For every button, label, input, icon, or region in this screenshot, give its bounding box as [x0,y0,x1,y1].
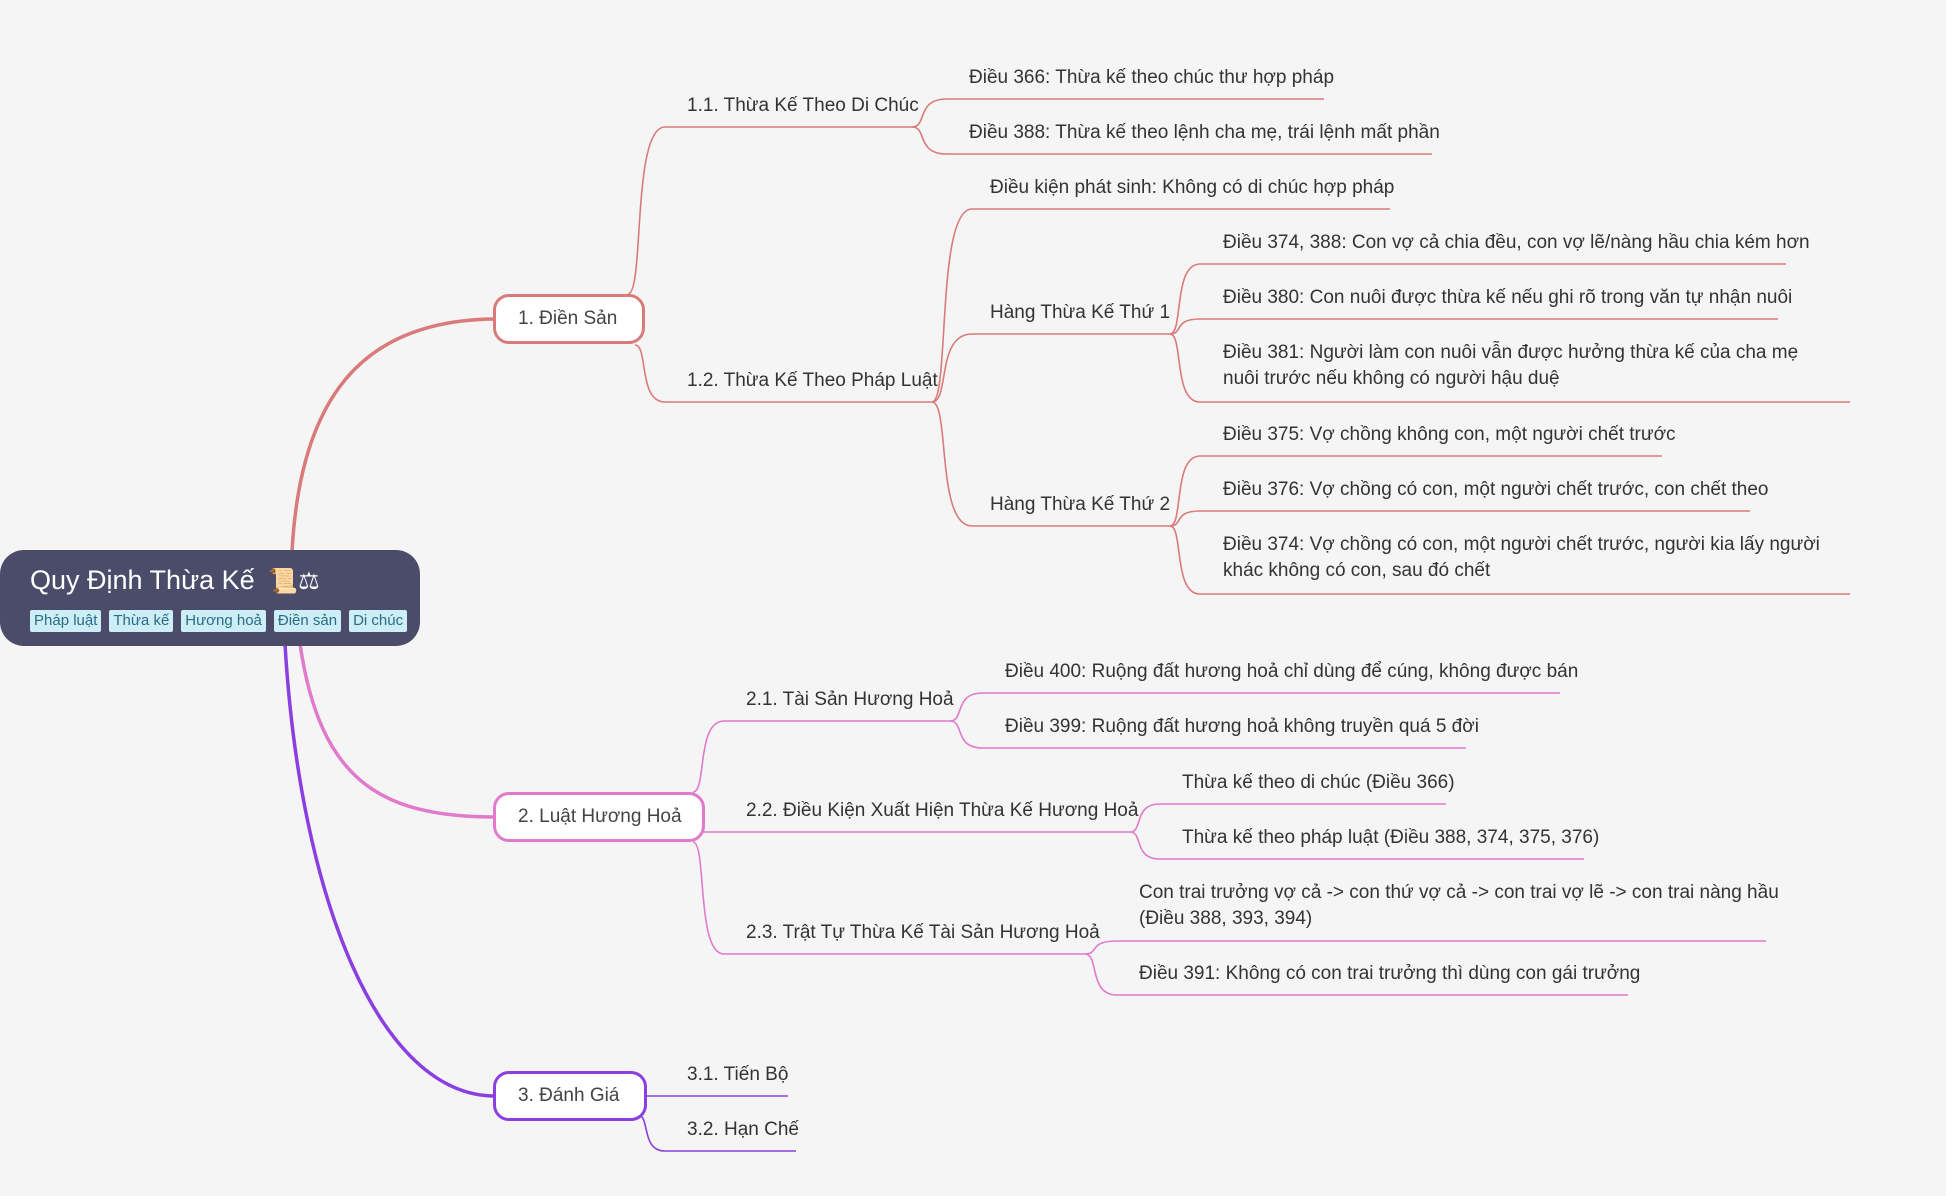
connector-line [949,720,984,749]
root-title-text: Quy Định Thừa Kế [30,565,255,595]
connector-line [290,317,496,553]
connector-line [637,1114,666,1152]
connector-line [1169,333,1201,403]
connector-line [931,401,973,527]
leaf-topic[interactable]: Điều 380: Con nuôi được thừa kế nếu ghi … [1223,287,1793,308]
connector-line [634,344,666,403]
tag[interactable]: Pháp luật [30,610,102,632]
branch-label: 2. Luật Hương Hoả [518,806,682,827]
connector-line [692,720,725,793]
leaf-topic[interactable]: Con trai trưởng vợ cả -> con thứ vợ cả -… [1139,882,1779,929]
subtopic-thua-ke-phap-luat[interactable]: 1.2. Thừa Kế Theo Pháp Luật [687,370,938,391]
subtopic-dieu-kien-huong-hoa[interactable]: 2.2. Điều Kiện Xuất Hiện Thừa Kế Hương H… [746,800,1139,821]
branch-topic-luat-huong-hoa[interactable]: 2. Luật Hương Hoả [493,792,705,842]
root-topic[interactable]: Quy Định Thừa Kế 📜⚖ Pháp luật Thừa kế Hư… [0,550,420,646]
branch-topic-dien-san[interactable]: 1. Điền Sản [493,294,645,344]
leaf-topic-han-che[interactable]: 3.2. Hạn Chế [687,1119,799,1140]
connector-line [1129,803,1161,833]
root-title: Quy Định Thừa Kế 📜⚖ [30,562,320,600]
tag[interactable]: Hương hoả [181,610,266,632]
scroll-scale-icon: 📜⚖ [268,568,320,595]
tag[interactable]: Di chúc [349,610,408,632]
leaf-topic[interactable]: Điều 375: Vợ chồng không con, một người … [1223,424,1676,445]
leaf-topic[interactable]: Điều 391: Không có con trai trưởng thì d… [1139,963,1641,984]
leaf-topic[interactable]: Điều 374: Vợ chồng có con, một người chế… [1223,534,1820,581]
branch-label: 3. Đánh Giá [518,1085,620,1106]
connector-line [1084,940,1118,955]
leaf-topic[interactable]: Điều 376: Vợ chồng có con, một người chế… [1223,479,1769,500]
subtopic-trat-tu-huong-hoa[interactable]: 2.3. Trật Tự Thừa Kế Tài Sản Hương Hoả [746,922,1100,943]
subtopic-hang-thua-ke-2[interactable]: Hàng Thừa Kế Thứ 2 [990,494,1171,515]
tag[interactable]: Điền sản [273,610,342,632]
connector-line [1129,831,1161,860]
leaf-topic[interactable]: Điều 399: Ruộng đất hương hoả không truy… [1005,716,1479,737]
connector-line [911,126,948,155]
subtopic-hang-thua-ke-1[interactable]: Hàng Thừa Kế Thứ 1 [990,302,1171,323]
root-tags: Pháp luật Thừa kế Hương hoả Điền sản Di … [30,610,408,632]
leaf-topic[interactable]: Điều 400: Ruộng đất hương hoả chỉ dùng đ… [1005,661,1579,682]
connector-line [627,126,666,295]
leaf-topic[interactable]: Điều 388: Thừa kế theo lệnh cha mẹ, trái… [969,122,1440,143]
leaf-topic-tien-bo[interactable]: 3.1. Tiến Bộ [687,1064,789,1085]
connector-line [298,643,496,819]
branch-label: 1. Điền Sản [518,308,618,329]
connector-line [931,208,973,403]
connector-line [1084,953,1118,996]
subtopic-thua-ke-di-chuc[interactable]: 1.1. Thừa Kế Theo Di Chúc [687,95,919,116]
connector-line [1169,318,1201,335]
connector-line [931,333,973,403]
connector-line [911,98,948,128]
connector-line [1169,455,1201,527]
subtopic-tai-san-huong-hoa[interactable]: 2.1. Tài Sản Hương Hoả [746,689,954,710]
connector-line [283,643,496,1098]
connector-line [692,841,725,955]
leaf-topic[interactable]: Điều 374, 388: Con vợ cả chia đều, con v… [1223,232,1810,253]
leaf-topic[interactable]: Thừa kế theo di chúc (Điều 366) [1182,772,1455,793]
branch-topic-danh-gia[interactable]: 3. Đánh Giá [493,1071,647,1121]
leaf-topic[interactable]: Điều 381: Người làm con nuôi vẫn được hư… [1223,342,1799,389]
connector-line [1169,263,1201,335]
connector-line [949,692,984,722]
tag[interactable]: Thừa kế [109,610,174,632]
leaf-topic[interactable]: Thừa kế theo pháp luật (Điều 388, 374, 3… [1182,827,1600,848]
leaf-topic[interactable]: Điều 366: Thừa kế theo chúc thư hợp pháp [969,67,1335,88]
connector-line [1169,525,1201,595]
leaf-topic[interactable]: Điều kiện phát sinh: Không có di chúc hợ… [990,177,1395,198]
connector-line [1169,510,1201,527]
